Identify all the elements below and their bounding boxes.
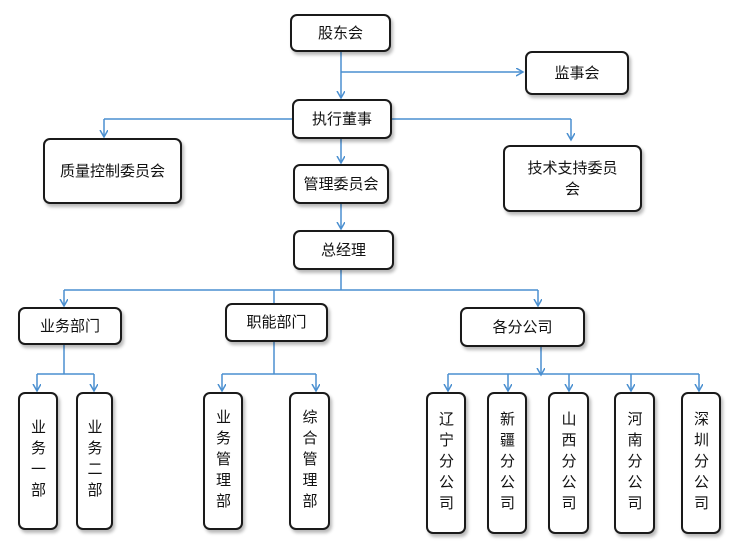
node-branches: 各分公司 bbox=[460, 307, 585, 347]
node-executive-director: 执行董事 bbox=[292, 99, 392, 139]
node-business-1: 业务一部 bbox=[18, 392, 58, 530]
node-quality-control: 质量控制委员会 bbox=[43, 138, 182, 204]
node-management-committee: 管理委员会 bbox=[293, 164, 389, 204]
node-business-dept: 业务部门 bbox=[18, 307, 122, 345]
node-functional-dept: 职能部门 bbox=[225, 303, 328, 342]
node-shareholders: 股东会 bbox=[290, 14, 391, 52]
node-supervisory: 监事会 bbox=[525, 51, 629, 95]
node-general-mgmt: 综合管理部 bbox=[289, 392, 330, 530]
node-henan: 河南分公司 bbox=[614, 392, 655, 534]
node-shenzhen: 深圳分公司 bbox=[681, 392, 721, 534]
node-shanxi: 山西分公司 bbox=[548, 392, 589, 534]
node-xinjiang: 新疆分公司 bbox=[487, 392, 527, 534]
node-tech-support: 技术支持委员会 bbox=[503, 145, 642, 212]
node-general-manager: 总经理 bbox=[293, 230, 394, 270]
node-business-2: 业务二部 bbox=[76, 392, 113, 530]
node-liaoning: 辽宁分公司 bbox=[426, 392, 466, 534]
node-business-mgmt: 业务管理部 bbox=[203, 392, 243, 530]
